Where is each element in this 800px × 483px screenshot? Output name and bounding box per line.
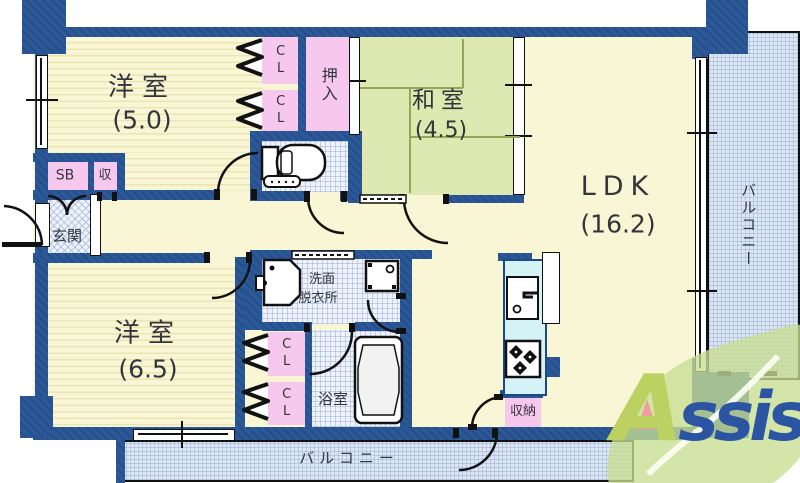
wall-washitsu-bottom-r — [447, 195, 522, 203]
closet-cl1-label: CL — [273, 44, 289, 78]
bedroom-6-size: (6.5) — [118, 354, 178, 384]
balcony-right-label: バルコニー — [739, 182, 758, 268]
balcony-bottom-left-wall — [116, 438, 125, 483]
wall-bedroom6-right — [235, 257, 245, 427]
closet-cl1 — [262, 37, 299, 84]
shu-label: 収 — [98, 167, 112, 183]
assist-letter-i: i — [749, 378, 772, 457]
assist-letter-s3: s — [767, 378, 800, 457]
oshiire-closet — [306, 37, 349, 131]
closet-cl4 — [268, 382, 305, 425]
washroom-label-2: 脱衣所 — [298, 290, 338, 306]
wall-sb-top — [33, 153, 123, 162]
wall-toilet-top — [250, 131, 362, 141]
pillar-bottom-left — [20, 396, 53, 438]
assist-logo-text: Assist — [612, 342, 800, 462]
bathroom-label: 浴室 — [317, 389, 349, 408]
wall-sb-divider — [88, 162, 94, 192]
bedroom-5-name: 洋室 — [107, 72, 177, 103]
ldk-size: (16.2) — [580, 209, 656, 239]
wall-partition-foot — [513, 192, 524, 203]
closet-cl4-label: CL — [279, 387, 295, 421]
wall-washitsu-bottom-l — [350, 195, 360, 203]
closet-cl3-label: CL — [279, 337, 295, 371]
balcony-bottom — [120, 440, 634, 482]
washroom-label-1: 洗面 — [308, 271, 336, 287]
cabinet-kitchen — [542, 252, 560, 324]
bedroom-5-floor — [45, 37, 262, 153]
wall-hall-bottom — [33, 253, 207, 263]
closet-cl2-label: CL — [273, 94, 289, 128]
wall-toilet-right — [348, 132, 362, 203]
oshiire-label: 押入 — [318, 67, 338, 103]
ldk-name: LDK — [580, 171, 656, 203]
bedroom-6-floor — [45, 263, 235, 427]
shuno-storage — [505, 398, 541, 427]
partition-washitsu-ldk — [513, 37, 525, 195]
bedroom-5-size: (5.0) — [112, 105, 172, 135]
assist-letter-s2: s — [713, 378, 755, 457]
tatami-room-floor — [358, 37, 522, 195]
closet-cl3 — [268, 332, 305, 376]
closet-cl2 — [262, 90, 299, 131]
wall-hall-top — [33, 190, 218, 200]
wall-toilet-bottom-l — [262, 191, 310, 201]
wall-cl-oshiire — [298, 37, 306, 141]
assist-letter-s1: s — [678, 378, 719, 457]
shu-box — [94, 162, 117, 191]
sb-label: SB — [55, 167, 75, 184]
assist-letter-a: A — [612, 354, 683, 462]
fusuma-oshiire — [349, 37, 360, 135]
sb-box — [45, 162, 88, 191]
window-bedroom5-left — [36, 55, 48, 149]
balcony-right — [707, 31, 800, 380]
entrance-label: 玄関 — [51, 226, 83, 245]
balcony-bottom-label: バルコニー — [299, 448, 399, 467]
pillar-top-left — [22, 0, 66, 54]
shuno-label: 収納 — [509, 403, 537, 419]
bedroom-6-name: 洋室 — [113, 318, 183, 349]
wall-bath-top-l — [262, 322, 312, 331]
window-bedroom6-bottom — [133, 429, 235, 441]
assist-logo-a-counter — [637, 399, 657, 429]
wall-kitchen-top — [498, 253, 532, 261]
tatami-room-name: 和室 — [412, 87, 470, 114]
entrance-step — [90, 194, 101, 256]
wall-shu-right — [117, 153, 125, 199]
wall-cl-bath — [305, 330, 312, 427]
pillar-top-right — [706, 0, 748, 54]
wall-top — [30, 27, 708, 37]
wall-right-top — [692, 27, 708, 59]
tatami-room-size: (4.5) — [414, 117, 468, 143]
